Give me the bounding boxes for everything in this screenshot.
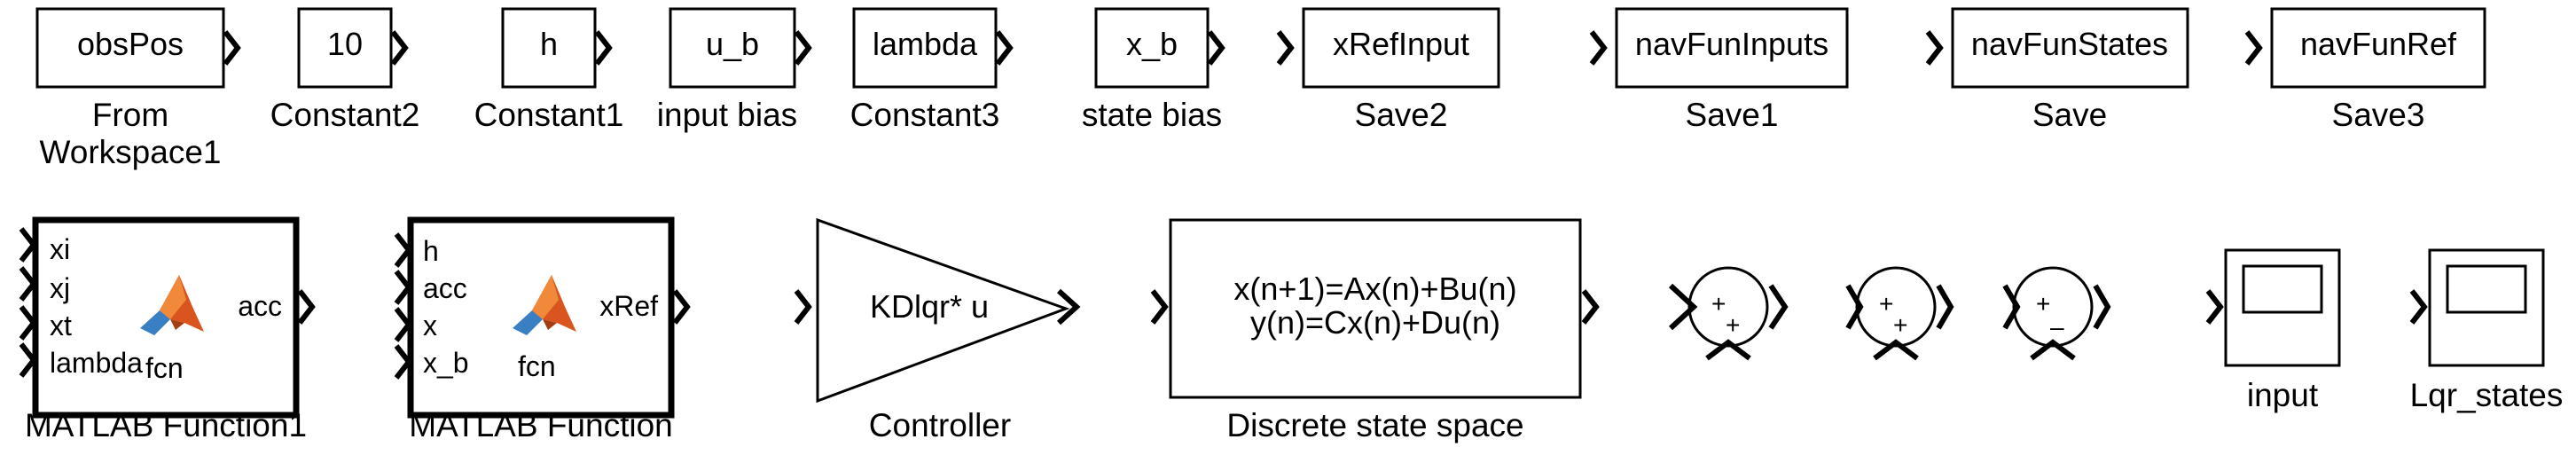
matlab-function1-output-acc: acc	[238, 290, 282, 322]
input-bias-block[interactable]: u_b input bias	[657, 7, 812, 133]
matlab-function-input-x-b: x_b	[423, 347, 469, 379]
scope-input-block[interactable]: input	[2205, 248, 2341, 413]
save3-variable: navFunRef	[2300, 26, 2457, 62]
save-block[interactable]: navFunStates Save	[1925, 7, 2189, 133]
controller-gain-block[interactable]: KDlqr* u Controller	[794, 217, 1081, 443]
constant3-block[interactable]: lambda Constant3	[850, 7, 1014, 133]
matlab-function-fn-name: fcn	[518, 350, 556, 382]
from-workspace-variable: obsPos	[77, 26, 184, 62]
save-variable: navFunStates	[1971, 26, 2168, 62]
constant3-value: lambda	[873, 26, 978, 62]
state-bias-value: x_b	[1126, 26, 1178, 62]
discrete-state-space-block[interactable]: x(n+1)=Ax(n)+Bu(n) y(n)=Cx(n)+Du(n) Disc…	[1150, 218, 1600, 443]
sum1-block[interactable]: + +	[1668, 266, 1789, 361]
state-bias-block[interactable]: x_b state bias	[1082, 7, 1225, 133]
matlab-function1-block[interactable]: xi xj xt lambda acc fcn MATLAB Function1	[19, 216, 316, 443]
constant3-caption: Constant3	[850, 97, 1000, 133]
sum2-sign2: +	[1893, 311, 1907, 339]
from-workspace-caption-line1: From	[92, 97, 168, 133]
matlab-function-input-x: x	[423, 310, 437, 341]
state-bias-caption: state bias	[1082, 97, 1222, 133]
save3-caption: Save3	[2332, 97, 2425, 133]
matlab-function1-input-xi: xi	[50, 233, 70, 265]
constant2-block[interactable]: 10 Constant2	[270, 7, 420, 133]
save1-variable: navFunInputs	[1635, 26, 1828, 62]
state-space-equation-1: x(n+1)=Ax(n)+Bu(n)	[1233, 271, 1516, 307]
sum2-sign1: +	[1879, 290, 1893, 318]
constant1-caption: Constant1	[474, 97, 624, 133]
save-caption: Save	[2032, 97, 2107, 133]
sum3-sign2: –	[2050, 313, 2064, 341]
input-bias-caption: input bias	[657, 97, 797, 133]
matlab-function1-fn-name: fcn	[145, 352, 184, 384]
scope-input-caption: input	[2247, 377, 2319, 413]
sum1-sign2: +	[1726, 311, 1740, 339]
constant1-value: h	[540, 26, 558, 62]
matlab-function1-input-lambda: lambda	[50, 347, 143, 379]
save2-caption: Save2	[1355, 97, 1448, 133]
matlab-function-output-xref: xRef	[599, 290, 658, 322]
input-bias-value: u_b	[706, 26, 759, 62]
state-space-equation-2: y(n)=Cx(n)+Du(n)	[1250, 304, 1500, 341]
sum2-block[interactable]: + +	[1845, 266, 1954, 361]
controller-caption: Controller	[869, 407, 1011, 443]
constant1-block[interactable]: h Constant1	[474, 7, 624, 133]
matlab-function1-input-xt: xt	[50, 310, 72, 341]
save1-block[interactable]: navFunInputs Save1	[1589, 7, 1849, 133]
sum3-sign1: +	[2036, 290, 2050, 318]
matlab-function-block[interactable]: h acc x x_b xRef fcn MATLAB Function	[394, 216, 691, 443]
matlab-function-input-acc: acc	[423, 272, 467, 304]
controller-gain-expression: KDlqr* u	[870, 288, 989, 325]
sum3-block[interactable]: + –	[2002, 266, 2111, 361]
matlab-function-input-h: h	[423, 235, 439, 267]
constant2-caption: Constant2	[270, 97, 420, 133]
scope-lqr-states-block[interactable]: Lqr_states	[2410, 248, 2564, 413]
save2-variable: xRefInput	[1333, 26, 1469, 62]
matlab-function1-caption: MATLAB Function1	[25, 407, 307, 443]
save3-block[interactable]: navFunRef Save3	[2244, 7, 2486, 133]
constant2-value: 10	[327, 26, 363, 62]
sum1-sign1: +	[1711, 290, 1726, 318]
save1-caption: Save1	[1686, 97, 1779, 133]
scope-lqr-states-caption: Lqr_states	[2410, 377, 2564, 413]
save2-block[interactable]: xRefInput Save2	[1276, 7, 1500, 133]
matlab-function-caption: MATLAB Function	[409, 407, 672, 443]
matlab-function1-input-xj: xj	[50, 272, 70, 304]
state-space-caption: Discrete state space	[1226, 407, 1523, 443]
from-workspace-block[interactable]: obsPos From Workspace1	[35, 7, 241, 170]
from-workspace-caption-line2: Workspace1	[40, 134, 222, 170]
